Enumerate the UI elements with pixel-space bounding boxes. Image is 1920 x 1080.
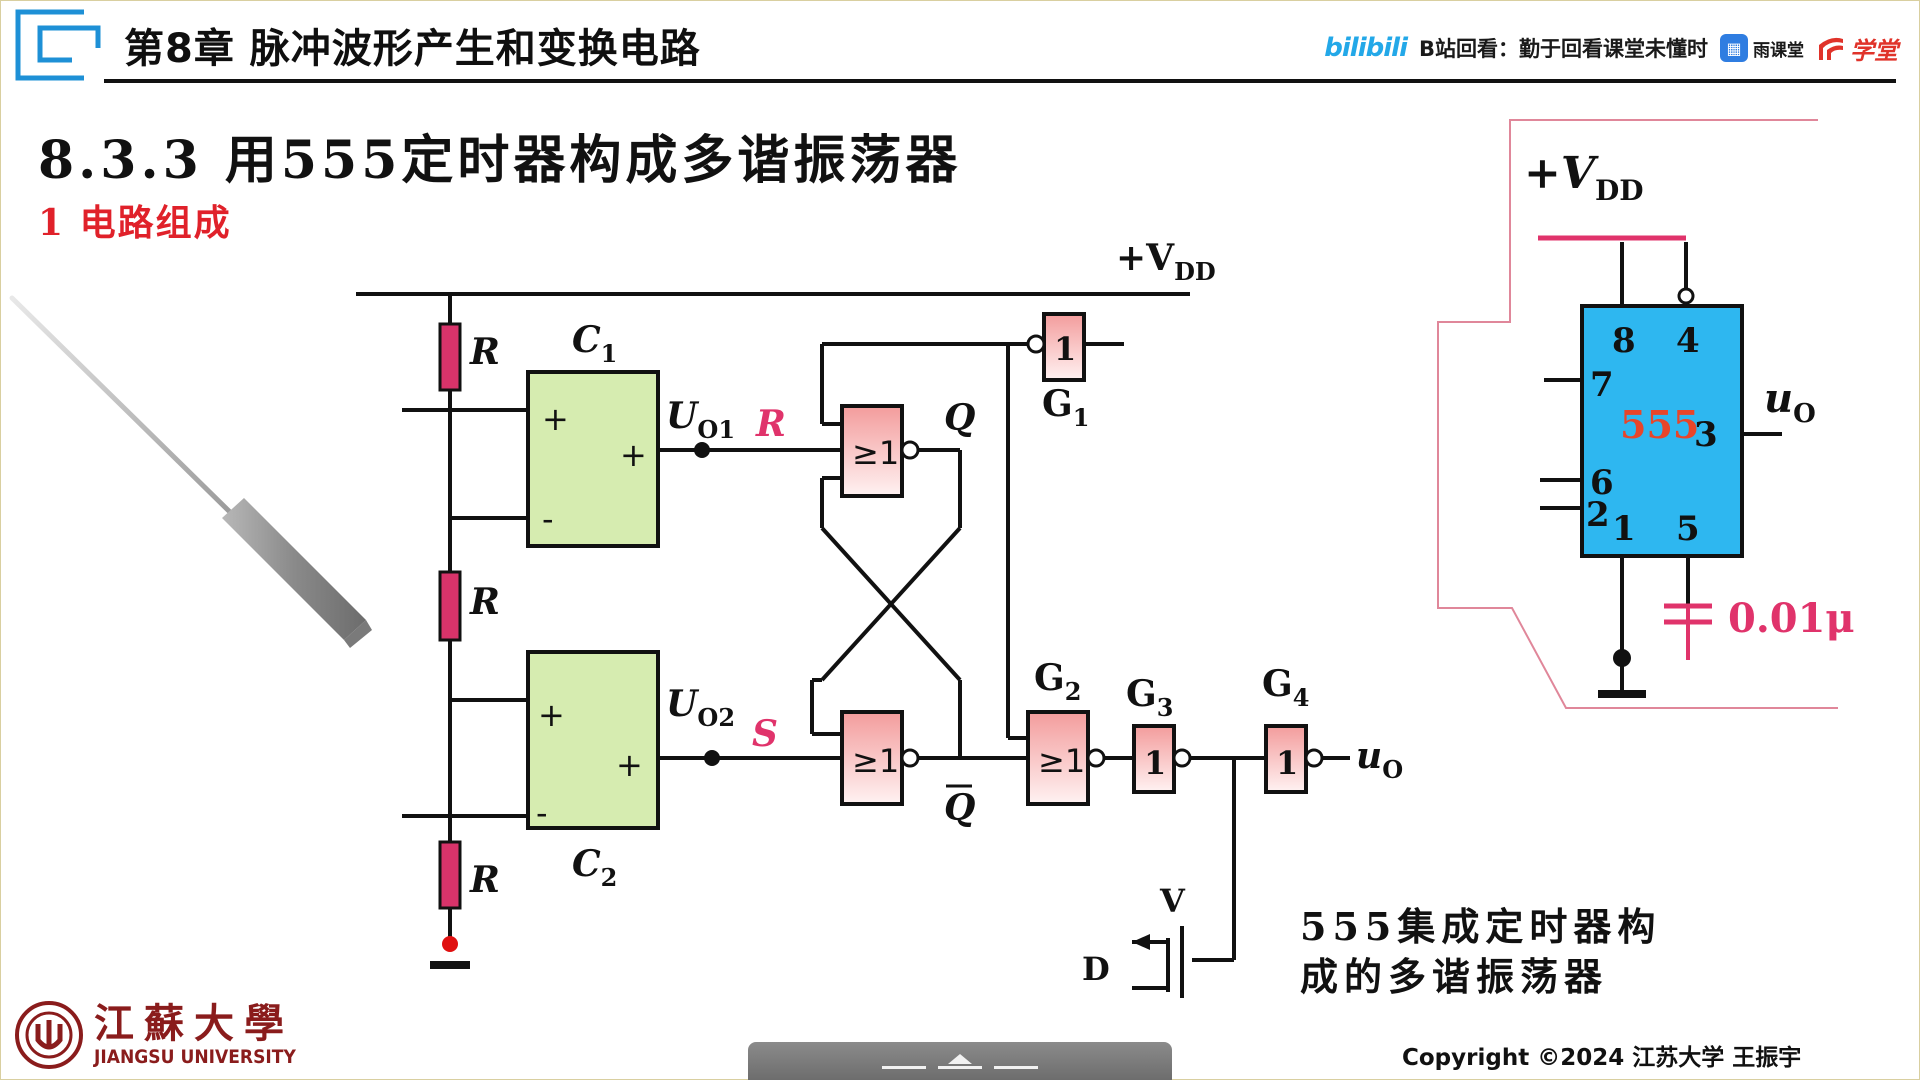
bili-note: B站回看：勤于回看课堂未懂时 bbox=[1418, 37, 1708, 61]
xuetang-label: 学堂 bbox=[1850, 36, 1898, 65]
transistor-v-label: V bbox=[1159, 882, 1186, 920]
g1-symbol: 1 bbox=[1054, 330, 1076, 368]
c1-label: C1 bbox=[572, 319, 617, 368]
header-rule bbox=[104, 79, 1896, 83]
nor-bottom-label: ≥1 bbox=[852, 742, 899, 780]
resistor-top bbox=[438, 322, 462, 392]
chip-pin4-bubble bbox=[1677, 287, 1695, 305]
g1-bubble bbox=[1026, 334, 1046, 354]
copyright: Copyright ©2024 江苏大学 王振宇 bbox=[1402, 1045, 1802, 1071]
nor-top-label: ≥1 bbox=[852, 434, 899, 472]
g4-bubble bbox=[1304, 748, 1324, 768]
g4-symbol: 1 bbox=[1276, 744, 1298, 782]
chip-pins bbox=[1540, 242, 1782, 698]
g1-label: G1 bbox=[1042, 383, 1089, 432]
toolbar-line-center bbox=[938, 1066, 982, 1069]
section-title: 8.3.3 用555定时器构成多谐振荡器 bbox=[38, 130, 962, 191]
header-right: bilibili B站回看：勤于回看课堂未懂时 ▦ 雨课堂 学堂 bbox=[1324, 28, 1898, 68]
chapter-bracket-icon bbox=[15, 9, 101, 81]
resistor-bottom-label: R bbox=[469, 859, 500, 901]
transistor-arrow bbox=[1132, 934, 1150, 950]
rain-classroom-icon: ▦ bbox=[1720, 34, 1748, 62]
chapter-title: 第8章 脉冲波形产生和变换电路 bbox=[124, 26, 701, 72]
g3-bubble bbox=[1172, 748, 1192, 768]
resistor-middle bbox=[438, 570, 462, 642]
circuit-wires bbox=[356, 292, 1350, 998]
subsection-title: 1 电路组成 bbox=[38, 202, 232, 244]
vdd-label: +VDD bbox=[1116, 237, 1216, 286]
university-logo: 江蘇大學 JIANGSU UNIVERSITY bbox=[14, 1000, 318, 1070]
nor-gate-bottom bbox=[840, 710, 904, 806]
c2-plus-right: + bbox=[616, 746, 643, 784]
ground-dot bbox=[442, 936, 458, 952]
caption-line-1: 555集成定时器构 bbox=[1300, 904, 1662, 949]
c1-minus: - bbox=[542, 500, 554, 538]
chip-555-body bbox=[1580, 304, 1744, 558]
c1-plus-left: + bbox=[542, 400, 569, 438]
slide-toolbar[interactable] bbox=[748, 1042, 1172, 1080]
university-name-en: JIANGSU UNIVERSITY bbox=[94, 1046, 296, 1068]
uo-output-label: uO bbox=[1356, 735, 1403, 784]
g2-symbol: ≥1 bbox=[1038, 742, 1085, 780]
r-input-label: R bbox=[755, 403, 786, 445]
resistor-middle-label: R bbox=[469, 581, 500, 623]
junction-uo2 bbox=[704, 750, 720, 766]
chip-ground-junction bbox=[1613, 649, 1631, 667]
chip-pin6: 6 bbox=[1590, 463, 1614, 503]
chip-pin5: 5 bbox=[1676, 509, 1700, 549]
nor-bottom-bubble bbox=[900, 748, 920, 768]
g2-label: G2 bbox=[1034, 657, 1081, 706]
chip-pin1: 1 bbox=[1612, 509, 1636, 549]
chip-pin2: 2 bbox=[1586, 495, 1610, 535]
caption-line-2: 成的多谐振荡器 bbox=[1300, 954, 1609, 999]
g3-label: G3 bbox=[1126, 673, 1173, 722]
uo1-label: UO1 bbox=[666, 395, 735, 444]
g3-symbol: 1 bbox=[1144, 744, 1166, 782]
resistor-top-label: R bbox=[469, 331, 500, 373]
university-name-cn: 江蘇大學 bbox=[94, 1000, 294, 1047]
toolbar-line-right bbox=[994, 1066, 1038, 1069]
university-seal-icon bbox=[15, 1001, 83, 1069]
s-input-label: S bbox=[752, 713, 778, 755]
nor-gate-top bbox=[840, 404, 904, 498]
g2-bubble bbox=[1086, 748, 1106, 768]
toolbar-expand-icon[interactable] bbox=[948, 1052, 972, 1064]
c1-plus-right: + bbox=[620, 436, 647, 474]
junction-uo1 bbox=[694, 442, 710, 458]
chip-name: 555 bbox=[1620, 402, 1699, 447]
c2-minus: - bbox=[536, 794, 548, 832]
c2-plus-left: + bbox=[538, 696, 565, 734]
chip-pin4: 4 bbox=[1676, 321, 1700, 361]
comparator-c1 bbox=[526, 370, 660, 548]
chip-pin7: 7 bbox=[1590, 365, 1614, 405]
xuetang-icon bbox=[1819, 37, 1843, 60]
q-bar-label: Q bbox=[944, 787, 975, 829]
chip-pin3: 3 bbox=[1694, 415, 1718, 455]
gate-g4 bbox=[1264, 724, 1308, 794]
rain-classroom-badge: ▦ 雨课堂 bbox=[1720, 34, 1804, 62]
nor-top-bubble bbox=[900, 440, 920, 460]
c2-label: C2 bbox=[572, 843, 617, 892]
resistor-bottom bbox=[438, 840, 462, 910]
comparator-c2 bbox=[526, 650, 660, 830]
rain-classroom-label: 雨课堂 bbox=[1753, 40, 1804, 61]
caption: 555集成定时器构 成的多谐振荡器 bbox=[1300, 902, 1661, 1002]
capacitor-value: 0.01μ bbox=[1728, 595, 1855, 642]
g4-label: G4 bbox=[1262, 663, 1309, 712]
chip-output-label: uO bbox=[1764, 375, 1816, 429]
toolbar-line-left bbox=[882, 1066, 926, 1069]
bilibili-logo: bilibili bbox=[1324, 33, 1408, 63]
chip-pin8: 8 bbox=[1612, 321, 1636, 361]
q-label: Q bbox=[944, 397, 975, 439]
chip-vdd-label: +VDD bbox=[1524, 148, 1644, 207]
uo2-label: UO2 bbox=[666, 683, 735, 732]
transistor-d-label: D bbox=[1082, 950, 1110, 988]
laser-pointer-icon bbox=[9, 295, 372, 648]
xuetang-badge: 学堂 bbox=[1816, 31, 1898, 66]
chip-panel-border bbox=[1437, 119, 1838, 709]
